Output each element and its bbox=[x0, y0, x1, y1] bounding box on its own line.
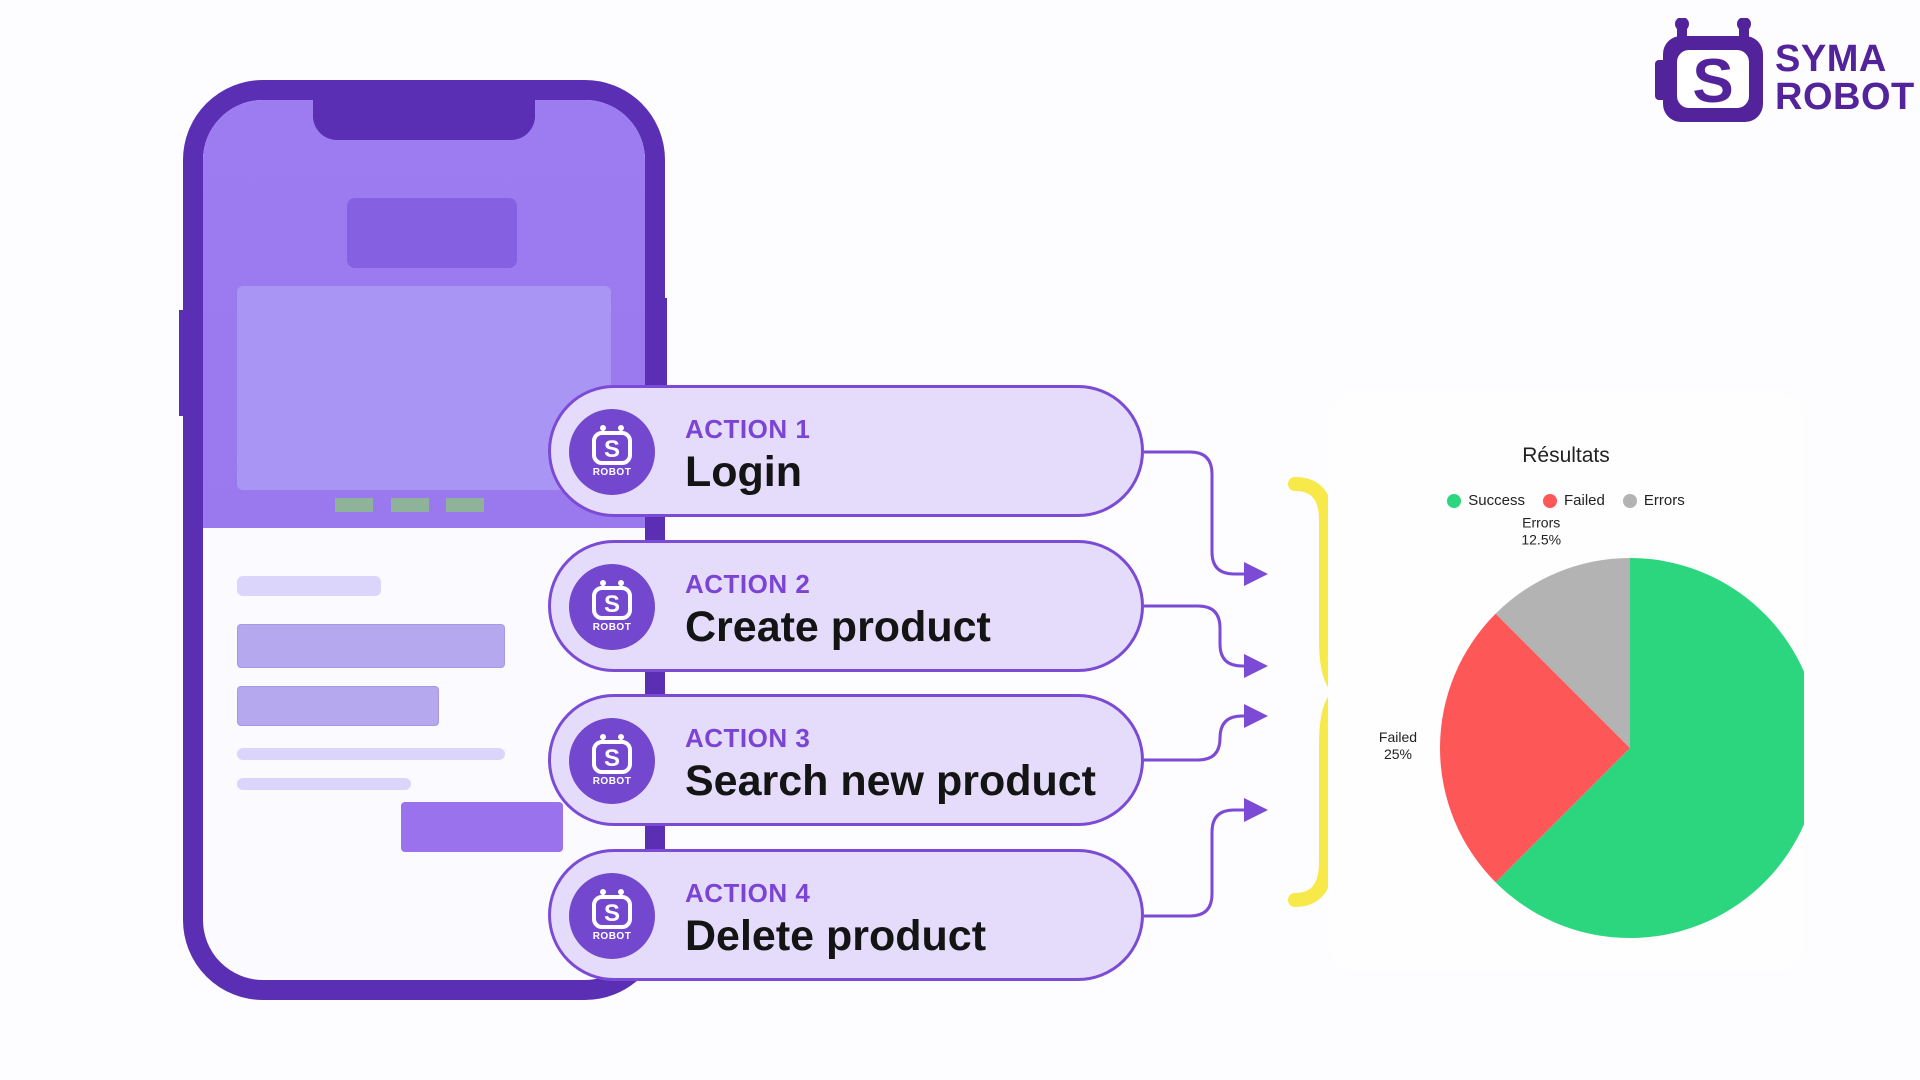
svg-text:S: S bbox=[1692, 47, 1733, 116]
legend-label: Success bbox=[1468, 492, 1525, 509]
logo-line-1: SYMA bbox=[1775, 38, 1887, 80]
legend-item-errors[interactable]: Errors bbox=[1622, 492, 1685, 509]
action-number: ACTION 1 bbox=[685, 414, 811, 444]
legend-swatch bbox=[1447, 493, 1462, 508]
phone-input-placeholder bbox=[237, 624, 505, 668]
arrow-action-3 bbox=[1144, 704, 1268, 762]
logo-line-2: ROBOT bbox=[1775, 76, 1915, 118]
robot-icon: S bbox=[592, 734, 632, 774]
legend-label: Errors bbox=[1643, 492, 1685, 509]
chart-title: Résultats bbox=[1522, 444, 1610, 467]
chart-legend: Success Failed Errors bbox=[1328, 492, 1804, 509]
phone-carousel-dot bbox=[335, 498, 373, 512]
svg-text:S: S bbox=[604, 900, 620, 927]
phone-button-placeholder bbox=[401, 802, 563, 852]
arrow-action-2 bbox=[1144, 604, 1268, 678]
robot-badge: S ROBOT bbox=[569, 409, 655, 495]
phone-side-button bbox=[179, 310, 185, 416]
action-number: ACTION 2 bbox=[685, 569, 811, 599]
legend-swatch bbox=[1622, 493, 1637, 508]
phone-input-placeholder bbox=[237, 686, 439, 726]
phone-text-placeholder bbox=[237, 576, 381, 596]
phone-carousel-dot bbox=[391, 498, 429, 512]
svg-text:S: S bbox=[604, 745, 620, 772]
robot-icon: S bbox=[592, 580, 632, 620]
action-3-card: S ROBOT ACTION 3 Search new product bbox=[548, 694, 1144, 826]
arrow-action-1 bbox=[1144, 450, 1268, 586]
arrow-action-4 bbox=[1144, 798, 1268, 918]
pie-slice-success[interactable] bbox=[1495, 558, 1804, 938]
phone-text-placeholder bbox=[237, 748, 505, 760]
badge-label: ROBOT bbox=[592, 622, 632, 633]
robot-icon: S bbox=[592, 889, 632, 929]
phone-mockup bbox=[179, 80, 667, 1000]
badge-label: ROBOT bbox=[592, 776, 632, 787]
phone-header-area bbox=[203, 100, 645, 528]
badge-label: ROBOT bbox=[592, 467, 632, 478]
svg-text:S: S bbox=[604, 591, 620, 618]
phone-text-placeholder bbox=[237, 778, 411, 790]
phone-frame bbox=[183, 80, 665, 1000]
badge-label: ROBOT bbox=[592, 931, 632, 942]
robot-icon: S bbox=[592, 425, 632, 465]
action-number: ACTION 4 bbox=[685, 878, 811, 908]
action-2-card: S ROBOT ACTION 2 Create product bbox=[548, 540, 1144, 672]
action-label: Create product bbox=[685, 603, 991, 651]
pie-slice-failed[interactable] bbox=[1440, 613, 1630, 883]
robot-badge: S ROBOT bbox=[569, 564, 655, 650]
action-1-card: S ROBOT ACTION 1 Login bbox=[548, 385, 1144, 517]
action-number: ACTION 3 bbox=[685, 723, 811, 753]
legend-swatch bbox=[1543, 493, 1557, 508]
results-panel: Résultats Success Failed Errors Success6… bbox=[1328, 392, 1804, 972]
svg-text:S: S bbox=[604, 436, 620, 463]
action-4-card: S ROBOT ACTION 4 Delete product bbox=[548, 849, 1144, 981]
syma-robot-logo: S bbox=[1655, 18, 1763, 122]
phone-notch bbox=[313, 100, 535, 140]
robot-badge: S ROBOT bbox=[569, 718, 655, 804]
robot-badge: S ROBOT bbox=[569, 873, 655, 959]
action-label: Login bbox=[685, 448, 803, 496]
phone-carousel-dot bbox=[446, 498, 484, 512]
action-label: Delete product bbox=[685, 912, 987, 960]
phone-header-pill bbox=[347, 198, 517, 268]
pie-slice-errors[interactable] bbox=[1495, 558, 1630, 748]
legend-item-success[interactable]: Success bbox=[1447, 492, 1525, 509]
legend-item-failed[interactable]: Failed bbox=[1543, 492, 1605, 509]
legend-label: Failed bbox=[1564, 492, 1605, 509]
logo-wordmark: SYMA ROBOT bbox=[1775, 40, 1915, 116]
action-label: Search new product bbox=[685, 757, 1096, 805]
